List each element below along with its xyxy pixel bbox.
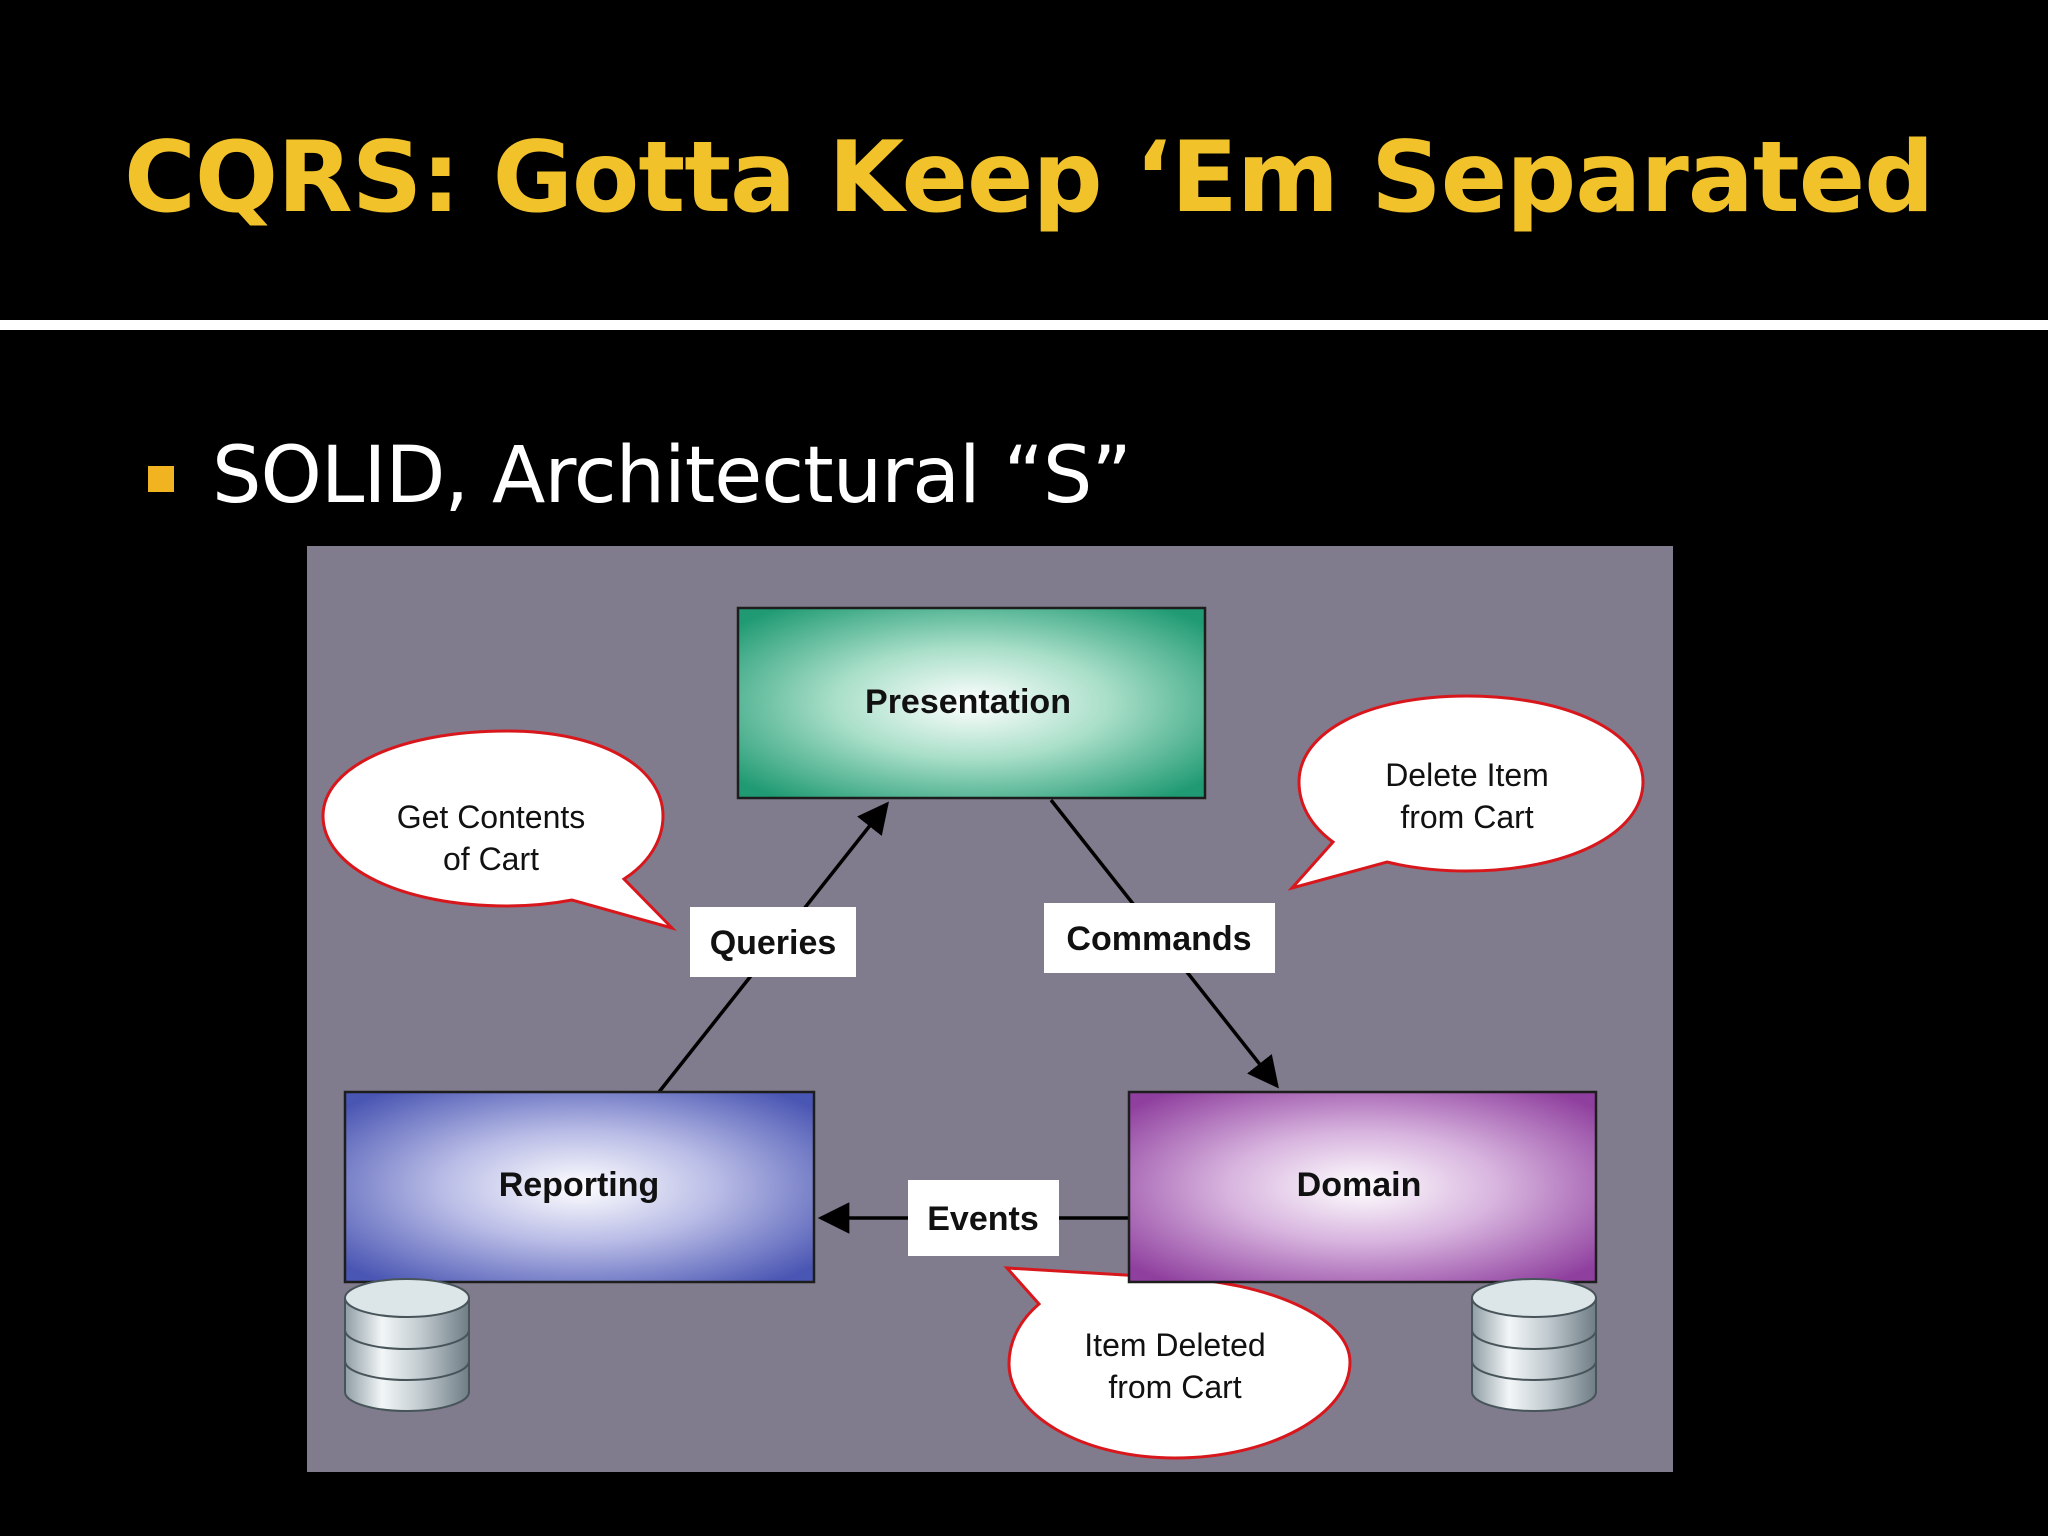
domain-box: Domain <box>1127 1090 1598 1284</box>
commands-label: Commands <box>1066 920 1251 958</box>
callout-get-contents-line1: Get Contents <box>397 799 586 835</box>
presentation-label: Presentation <box>865 683 1071 721</box>
reporting-label: Reporting <box>499 1166 660 1204</box>
callout-item-deleted: Item Deleted from Cart <box>1003 1266 1352 1460</box>
callout-delete-item-line1: Delete Item <box>1385 757 1549 793</box>
reporting-database-icon <box>344 1278 470 1412</box>
events-label: Events <box>927 1200 1039 1238</box>
events-label-box: Events <box>908 1180 1059 1256</box>
diagram-canvas: Get Contents of Cart Delete Item from Ca… <box>321 606 1645 1460</box>
reporting-box: Reporting <box>343 1090 816 1284</box>
callout-get-contents-line2: of Cart <box>443 841 539 877</box>
domain-database-icon <box>1471 1278 1597 1412</box>
cqrs-diagram: Get Contents of Cart Delete Item from Ca… <box>307 546 1673 1472</box>
queries-label-box: Queries <box>690 907 856 977</box>
callout-item-deleted-line1: Item Deleted <box>1084 1327 1265 1363</box>
commands-label-box: Commands <box>1044 903 1275 973</box>
presentation-box: Presentation <box>736 606 1207 800</box>
queries-label: Queries <box>710 924 837 962</box>
title-divider <box>0 320 2048 330</box>
domain-label: Domain <box>1297 1166 1422 1204</box>
callout-delete-item: Delete Item from Cart <box>1287 694 1645 891</box>
bullet-text: SOLID, Architectural “S” <box>212 431 1132 521</box>
callout-get-contents: Get Contents of Cart <box>321 729 677 931</box>
bullet-square-icon <box>148 466 174 492</box>
slide-title: CQRS: Gotta Keep ‘Em Separated <box>124 121 1934 235</box>
callout-item-deleted-line2: from Cart <box>1108 1369 1241 1405</box>
callout-delete-item-line2: from Cart <box>1400 799 1533 835</box>
